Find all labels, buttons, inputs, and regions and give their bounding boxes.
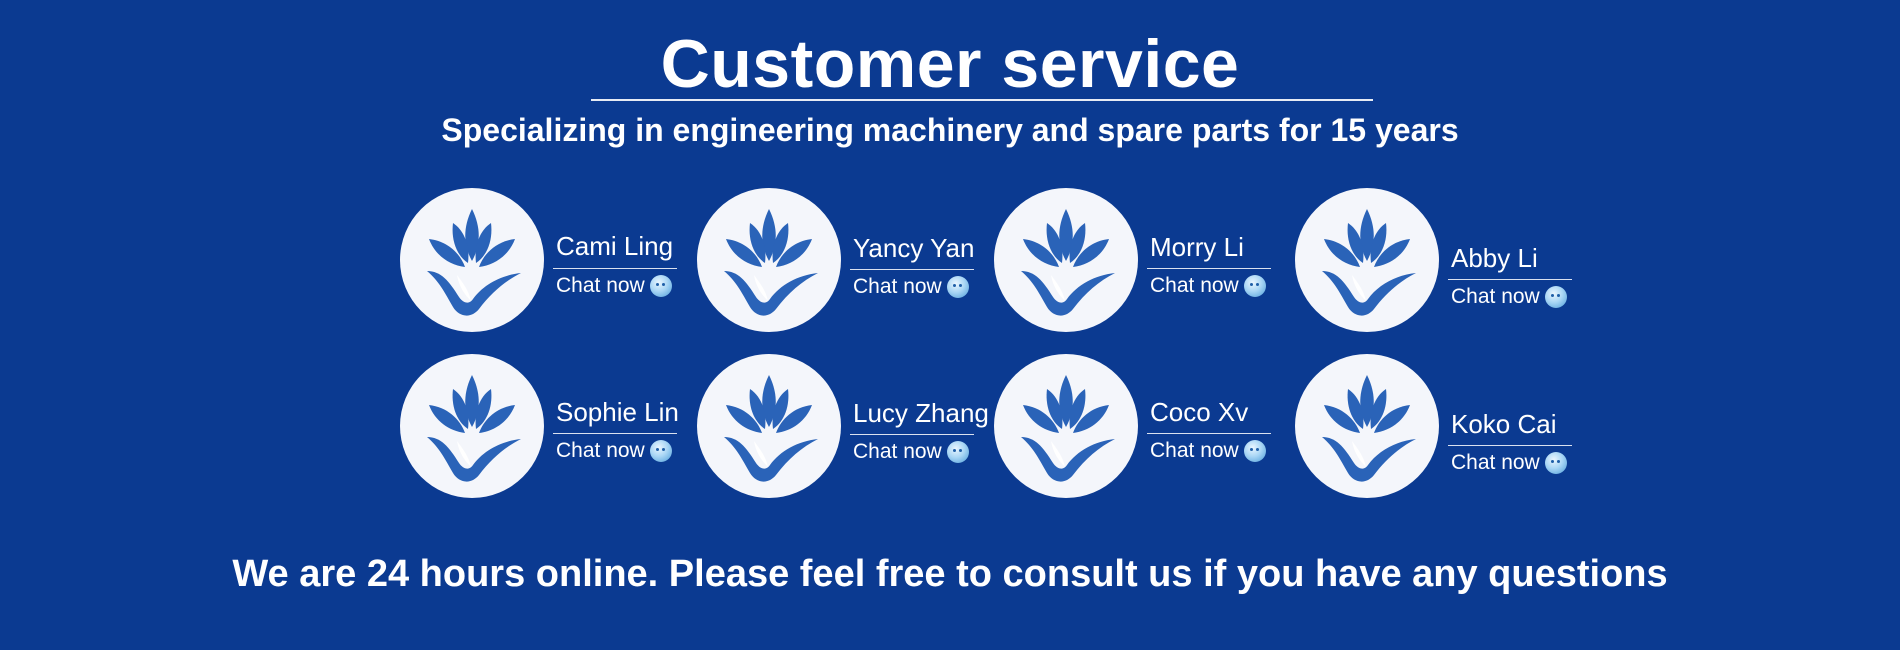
chat-bubble-icon [649, 275, 672, 297]
agent-name: Koko Cai [1451, 409, 1557, 439]
lotus-logo-icon [724, 375, 818, 482]
agent-card: Koko Cai Chat now [1295, 354, 1585, 498]
agent-name: Yancy Yan [853, 233, 975, 263]
chat-now-label: Chat now [853, 275, 942, 298]
chat-now-link[interactable]: Chat now [1451, 450, 1567, 476]
page-title: Customer service [660, 26, 1240, 102]
agent-avatar[interactable] [994, 354, 1138, 498]
agent-name: Cami Ling [556, 231, 674, 261]
chat-bubble-icon [1544, 452, 1567, 474]
chat-now-label: Chat now [556, 439, 645, 462]
agent-avatar[interactable] [400, 188, 544, 332]
agent-card: Abby Li Chat now [1295, 188, 1585, 332]
agent-name: Morry Li [1150, 232, 1244, 262]
chat-bubble-icon [649, 440, 672, 462]
agent-card: Cami Ling Chat now [400, 188, 690, 332]
chat-bubble-icon [1544, 286, 1567, 308]
agent-divider [1448, 279, 1572, 280]
lotus-logo-icon [1322, 209, 1416, 316]
chat-now-label: Chat now [1150, 274, 1239, 297]
agent-divider [553, 433, 677, 434]
chat-now-link[interactable]: Chat now [556, 273, 672, 299]
chat-now-label: Chat now [1451, 451, 1540, 474]
lotus-logo-icon [1021, 375, 1115, 482]
footer-message: We are 24 hours online. Please feel free… [232, 553, 1668, 595]
agent-card: Lucy Zhang Chat now [697, 354, 989, 498]
agent-avatar[interactable] [994, 188, 1138, 332]
agent-card: Sophie Lin Chat now [400, 354, 690, 498]
agent-name: Lucy Zhang [853, 398, 989, 428]
agent-name: Abby Li [1451, 243, 1538, 273]
chat-now-link[interactable]: Chat now [1451, 284, 1567, 310]
agent-avatar[interactable] [1295, 188, 1439, 332]
agent-divider [1147, 433, 1271, 434]
chat-now-link[interactable]: Chat now [853, 274, 969, 300]
agent-avatar[interactable] [1295, 354, 1439, 498]
agent-divider [1147, 268, 1271, 269]
page-subtitle: Specializing in engineering machinery an… [441, 112, 1459, 148]
chat-now-label: Chat now [1150, 439, 1239, 462]
agent-card: Morry Li Chat now [994, 188, 1284, 332]
agent-divider [1448, 445, 1572, 446]
chat-now-link[interactable]: Chat now [1150, 273, 1266, 299]
agent-card: Yancy Yan Chat now [697, 188, 987, 332]
chat-now-link[interactable]: Chat now [556, 438, 672, 464]
chat-now-label: Chat now [1451, 285, 1540, 308]
agent-avatar[interactable] [697, 354, 841, 498]
agent-card: Coco Xv Chat now [994, 354, 1284, 498]
chat-bubble-icon [1243, 440, 1266, 462]
agent-name: Sophie Lin [556, 397, 679, 427]
agent-divider [850, 434, 974, 435]
agent-avatar[interactable] [697, 188, 841, 332]
lotus-logo-icon [1021, 209, 1115, 316]
chat-bubble-icon [946, 441, 969, 463]
chat-now-label: Chat now [853, 440, 942, 463]
lotus-logo-icon [427, 209, 521, 316]
chat-now-label: Chat now [556, 274, 645, 297]
chat-now-link[interactable]: Chat now [853, 439, 969, 465]
chat-bubble-icon [1243, 275, 1266, 297]
chat-now-link[interactable]: Chat now [1150, 438, 1266, 464]
agent-divider [850, 269, 974, 270]
lotus-logo-icon [427, 375, 521, 482]
chat-bubble-icon [946, 276, 969, 298]
title-divider [591, 99, 1373, 101]
lotus-logo-icon [724, 209, 818, 316]
agent-avatar[interactable] [400, 354, 544, 498]
agent-divider [553, 268, 677, 269]
lotus-logo-icon [1322, 375, 1416, 482]
agent-name: Coco Xv [1150, 397, 1249, 427]
